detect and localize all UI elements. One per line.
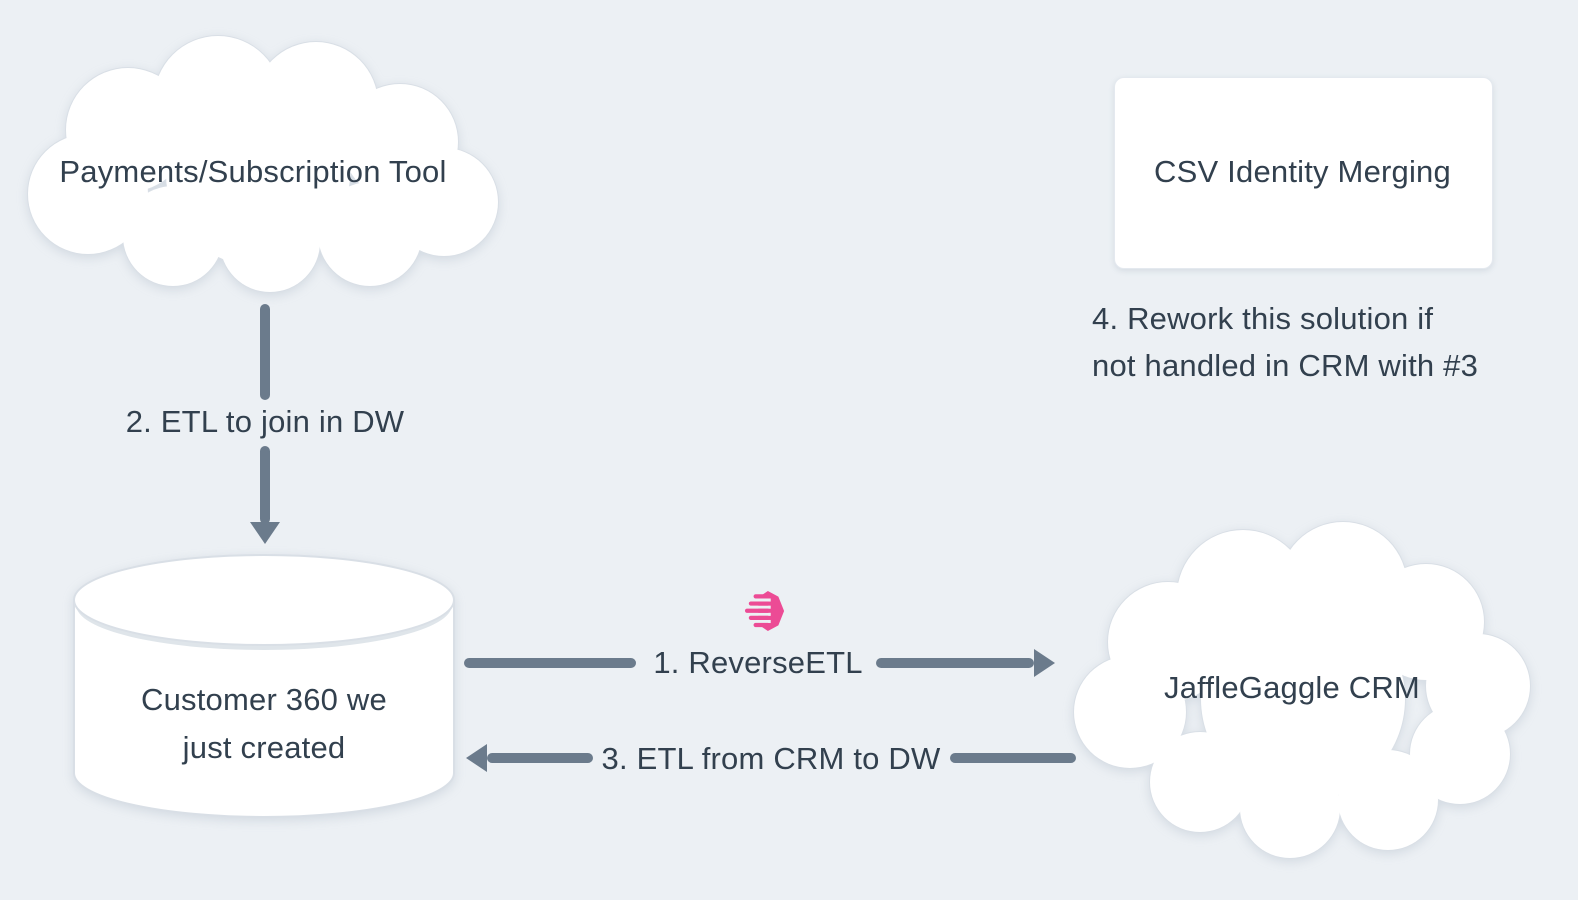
customer360-label: Customer 360 we just created xyxy=(70,676,458,772)
reverse-etl-arrow-segment-left xyxy=(464,658,636,668)
customer360-cylinder-shape xyxy=(73,554,455,818)
reverse-etl-arrow-label: 1. ReverseETL xyxy=(653,645,863,680)
note-4-line-1: 4. Rework this solution if xyxy=(1092,301,1434,336)
etl-join-arrowhead-icon xyxy=(250,522,280,544)
csv-identity-box xyxy=(1114,77,1493,269)
etl-from-crm-arrow-segment-left xyxy=(487,753,593,763)
reverse-etl-arrowhead-icon xyxy=(1034,649,1055,677)
etl-from-crm-arrow-segment-right xyxy=(950,753,1076,763)
customer360-label-line-1: Customer 360 we xyxy=(141,682,387,717)
reverse-etl-arrow-segment-right xyxy=(876,658,1034,668)
etl-from-crm-arrow-label: 3. ETL from CRM to DW xyxy=(601,741,941,776)
etl-from-crm-arrowhead-icon xyxy=(466,744,487,772)
hightouch-logo-icon xyxy=(744,590,785,632)
customer360-label-line-2: just created xyxy=(182,730,346,765)
etl-join-arrow-segment-top xyxy=(260,304,270,400)
etl-join-arrow-segment-bottom xyxy=(260,446,270,524)
jafflegaggle-cloud-label: JaffleGaggle CRM xyxy=(1164,670,1420,705)
note-4-line-2: not handled in CRM with #3 xyxy=(1092,348,1479,383)
note-4: 4. Rework this solution if not handled i… xyxy=(1092,295,1478,389)
etl-join-arrow-label: 2. ETL to join in DW xyxy=(125,404,405,439)
csv-identity-label: CSV Identity Merging xyxy=(1154,154,1451,189)
payments-cloud-label: Payments/Subscription Tool xyxy=(59,154,447,189)
